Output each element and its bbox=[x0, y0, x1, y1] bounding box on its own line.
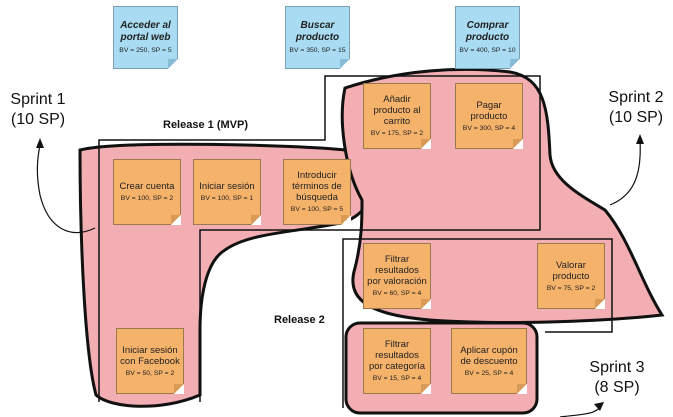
story-metric: BV = 100, SP = 2 bbox=[120, 195, 174, 202]
story-title: Filtrar resultados por categoría bbox=[369, 339, 425, 372]
epic-metric: BV = 400, SP = 10 bbox=[459, 47, 516, 54]
story-title: Iniciar sesión bbox=[199, 181, 255, 192]
story-note-valorar-producto: Valorar producto BV = 75, SP = 2 bbox=[537, 243, 605, 309]
story-title: Introducir términos de búsqueda bbox=[292, 170, 342, 203]
note-fold-icon bbox=[168, 59, 178, 69]
note-fold-icon bbox=[340, 59, 350, 69]
story-note-pagar-producto: Pagar producto BV = 300, SP = 4 bbox=[455, 83, 523, 149]
note-fold-icon bbox=[421, 299, 431, 309]
story-metric: BV = 100, SP = 1 bbox=[200, 195, 254, 202]
note-fold-icon bbox=[510, 59, 520, 69]
story-title: Añadir producto al carrito bbox=[373, 94, 421, 127]
story-note-aplicar-cupon: Aplicar cupón de descuento BV = 25, SP =… bbox=[451, 328, 527, 394]
note-fold-icon bbox=[421, 139, 431, 149]
story-title: Crear cuenta bbox=[119, 181, 175, 192]
epic-title: Comprar producto bbox=[465, 20, 510, 43]
sprint-1-arrow bbox=[36, 144, 96, 234]
story-note-crear-cuenta: Crear cuenta BV = 100, SP = 2 bbox=[113, 159, 181, 225]
story-metric: BV = 75, SP = 2 bbox=[546, 284, 596, 292]
note-fold-icon bbox=[517, 384, 527, 394]
sprint-2-arrowhead bbox=[636, 134, 644, 144]
epic-title: Buscar producto bbox=[295, 20, 340, 43]
sprint-3-label: Sprint 3 (8 SP) bbox=[580, 358, 654, 398]
epic-metric: BV = 250, SP = 5 bbox=[119, 47, 172, 54]
sprint-2-label: Sprint 2 (10 SP) bbox=[600, 88, 672, 128]
release-1-boundary bbox=[98, 75, 541, 402]
story-metric: BV = 50, SP = 2 bbox=[125, 369, 175, 377]
story-metric: BV = 25, SP = 4 bbox=[464, 369, 514, 377]
sprint-3-arrow bbox=[559, 406, 601, 417]
release-2-label: Release 2 bbox=[274, 314, 325, 326]
note-fold-icon bbox=[174, 384, 184, 394]
sprint-1-label: Sprint 1 (10 SP) bbox=[2, 90, 74, 130]
epic-note-acceder-portal: Acceder al portal web BV = 250, SP = 5 bbox=[113, 6, 178, 69]
epic-title: Acceder al portal web bbox=[120, 20, 171, 43]
release-2-boundary bbox=[342, 238, 613, 408]
story-metric: BV = 60, SP = 4 bbox=[372, 290, 422, 297]
sprint-3-arrowhead bbox=[594, 402, 604, 411]
story-note-filtrar-categoria: Filtrar resultados por categoría BV = 15… bbox=[363, 328, 431, 394]
story-note-anadir-carrito: Añadir producto al carrito BV = 175, SP … bbox=[363, 83, 431, 149]
sprint-2-points: (10 SP) bbox=[608, 109, 664, 126]
sprint-1-points: (10 SP) bbox=[10, 111, 66, 128]
story-metric: BV = 175, SP = 2 bbox=[370, 130, 424, 137]
story-metric: BV = 100, SP = 5 bbox=[290, 206, 344, 213]
story-metric: BV = 15, SP = 4 bbox=[372, 375, 422, 382]
release-1-label: Release 1 (MVP) bbox=[163, 119, 248, 131]
story-note-iniciar-sesion-facebook: Iniciar sesión con Facebook BV = 50, SP … bbox=[116, 328, 184, 394]
note-fold-icon bbox=[595, 299, 605, 309]
story-note-iniciar-sesion: Iniciar sesión BV = 100, SP = 1 bbox=[193, 159, 261, 225]
sprint-2-name: Sprint 2 bbox=[608, 89, 664, 106]
sprint-3-name: Sprint 3 bbox=[589, 359, 645, 376]
story-title: Aplicar cupón de descuento bbox=[460, 344, 518, 367]
epic-note-comprar-producto: Comprar producto BV = 400, SP = 10 bbox=[455, 6, 520, 69]
sprint-1-arrowhead bbox=[36, 138, 44, 148]
note-fold-icon bbox=[513, 139, 523, 149]
epic-note-buscar-producto: Buscar producto BV = 350, SP = 15 bbox=[285, 6, 350, 69]
epic-metric: BV = 350, SP = 15 bbox=[289, 47, 346, 54]
note-fold-icon bbox=[251, 215, 261, 225]
story-metric: BV = 300, SP = 4 bbox=[462, 124, 516, 132]
note-fold-icon bbox=[341, 215, 351, 225]
story-title: Valorar producto bbox=[552, 259, 590, 282]
story-note-introducir-terminos: Introducir términos de búsqueda BV = 100… bbox=[283, 159, 351, 225]
story-title: Pagar producto bbox=[470, 99, 508, 122]
story-title: Filtrar resultados por valoración bbox=[367, 254, 427, 287]
story-title: Iniciar sesión con Facebook bbox=[120, 344, 180, 367]
note-fold-icon bbox=[421, 384, 431, 394]
sprint-3-points: (8 SP) bbox=[594, 379, 640, 396]
sprint-1-name: Sprint 1 bbox=[10, 91, 66, 108]
story-note-filtrar-valoracion: Filtrar resultados por valoración BV = 6… bbox=[363, 243, 431, 309]
note-fold-icon bbox=[171, 215, 181, 225]
sprint-2-arrow bbox=[609, 139, 641, 206]
